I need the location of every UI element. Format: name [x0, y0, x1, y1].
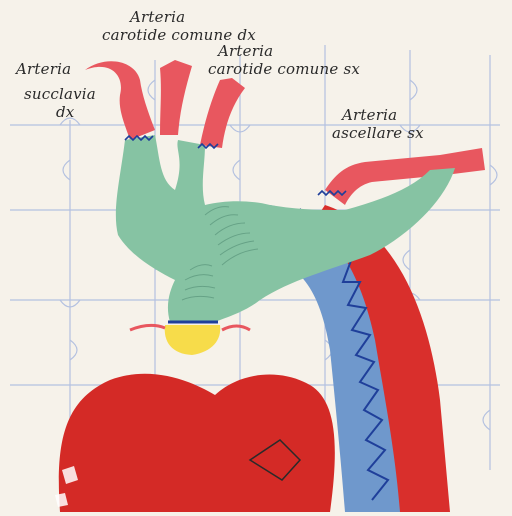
label-carotid-left: Arteria carotide comune sx	[208, 44, 360, 77]
arch-ribbing	[181, 206, 259, 301]
carotid-right-red	[160, 60, 192, 135]
label-axillary-left-line2: ascellare sx	[332, 124, 424, 142]
label-subclavian-right: Arteria succlavia dx	[16, 62, 96, 120]
label-subclavian-right-line1: Arteria	[16, 60, 72, 78]
carotid-left-red	[200, 78, 245, 148]
label-carotid-right-line2: carotide comune dx	[102, 26, 256, 44]
label-axillary-left-line1: Arteria	[342, 106, 398, 124]
label-subclavian-right-line2: succlavia	[24, 85, 96, 103]
heart-white-detail	[55, 466, 78, 507]
stitches	[124, 134, 347, 324]
axillary-left-red	[325, 148, 485, 205]
subclavian-right-red	[85, 61, 155, 140]
label-carotid-right-line1: Arteria	[130, 8, 186, 26]
label-carotid-right: Arteria carotide comune dx	[102, 10, 256, 43]
label-subclavian-right-line3: dx	[56, 103, 75, 121]
label-carotid-left-line1: Arteria	[218, 42, 274, 60]
aortic-valve-yellow	[164, 325, 221, 355]
heart	[58, 373, 335, 512]
label-carotid-left-line2: carotide comune sx	[208, 60, 360, 78]
descending-aorta-blue	[255, 205, 400, 512]
label-axillary-left: Arteria ascellare sx	[332, 108, 424, 141]
